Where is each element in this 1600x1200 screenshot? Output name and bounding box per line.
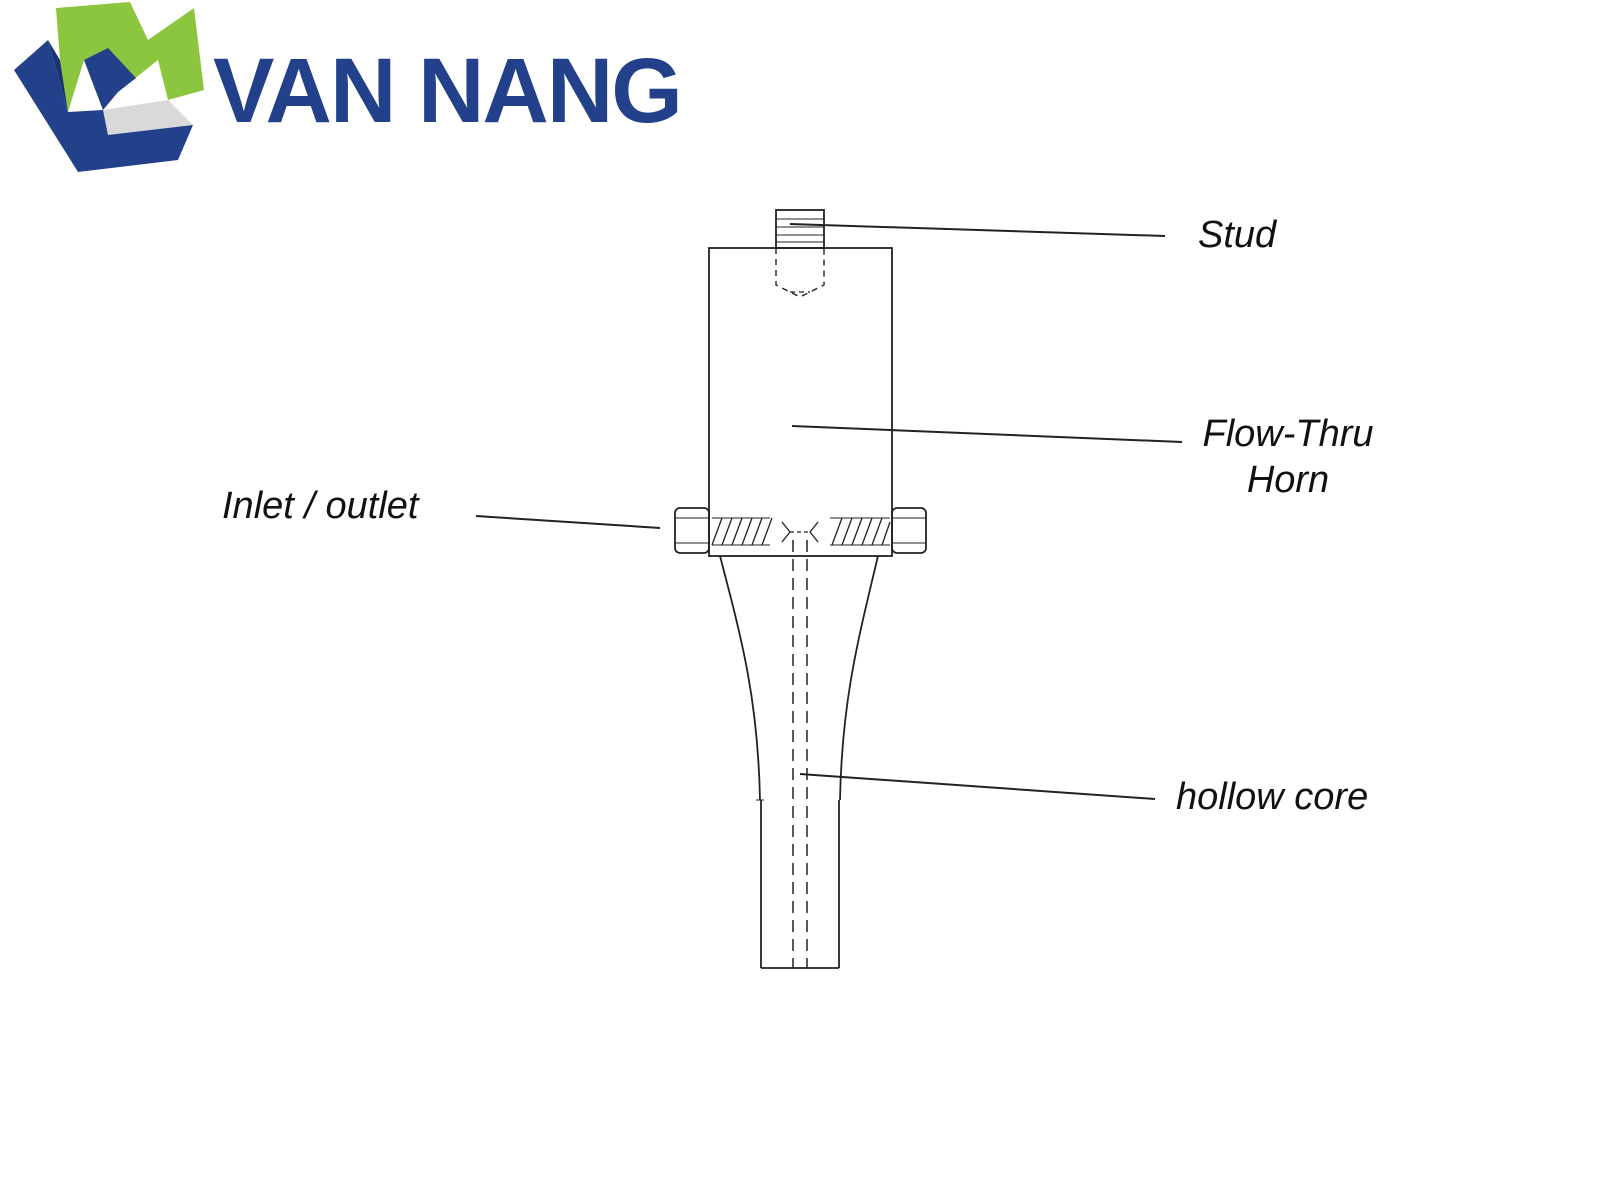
horn-tip [760,800,840,969]
stud-part [775,209,825,298]
label-flow-thru-horn: Flow-Thru Horn [1188,412,1388,503]
leader-lines [475,223,1183,800]
label-flow-thru-line2: Horn [1246,458,1330,501]
label-flow-thru-line1: Flow-Thru [1202,413,1374,455]
label-inlet-outlet: Inlet / outlet [222,485,419,527]
logo-emblem [14,2,204,172]
van-nang-logo: VAN NANG [14,2,683,172]
leader-stud [789,223,1166,237]
leader-flow-thru [791,425,1183,443]
label-hollow-core: hollow core [1176,776,1369,818]
inlet-outlet-fittings [674,507,927,554]
hollow-core-lines [792,540,808,968]
leader-hollow-core [799,773,1156,800]
horn-taper [719,555,879,801]
label-stud: Stud [1198,214,1277,256]
horn-body [708,247,893,557]
leader-inlet [475,515,661,529]
logo-wordmark: VAN NANG [213,40,681,142]
